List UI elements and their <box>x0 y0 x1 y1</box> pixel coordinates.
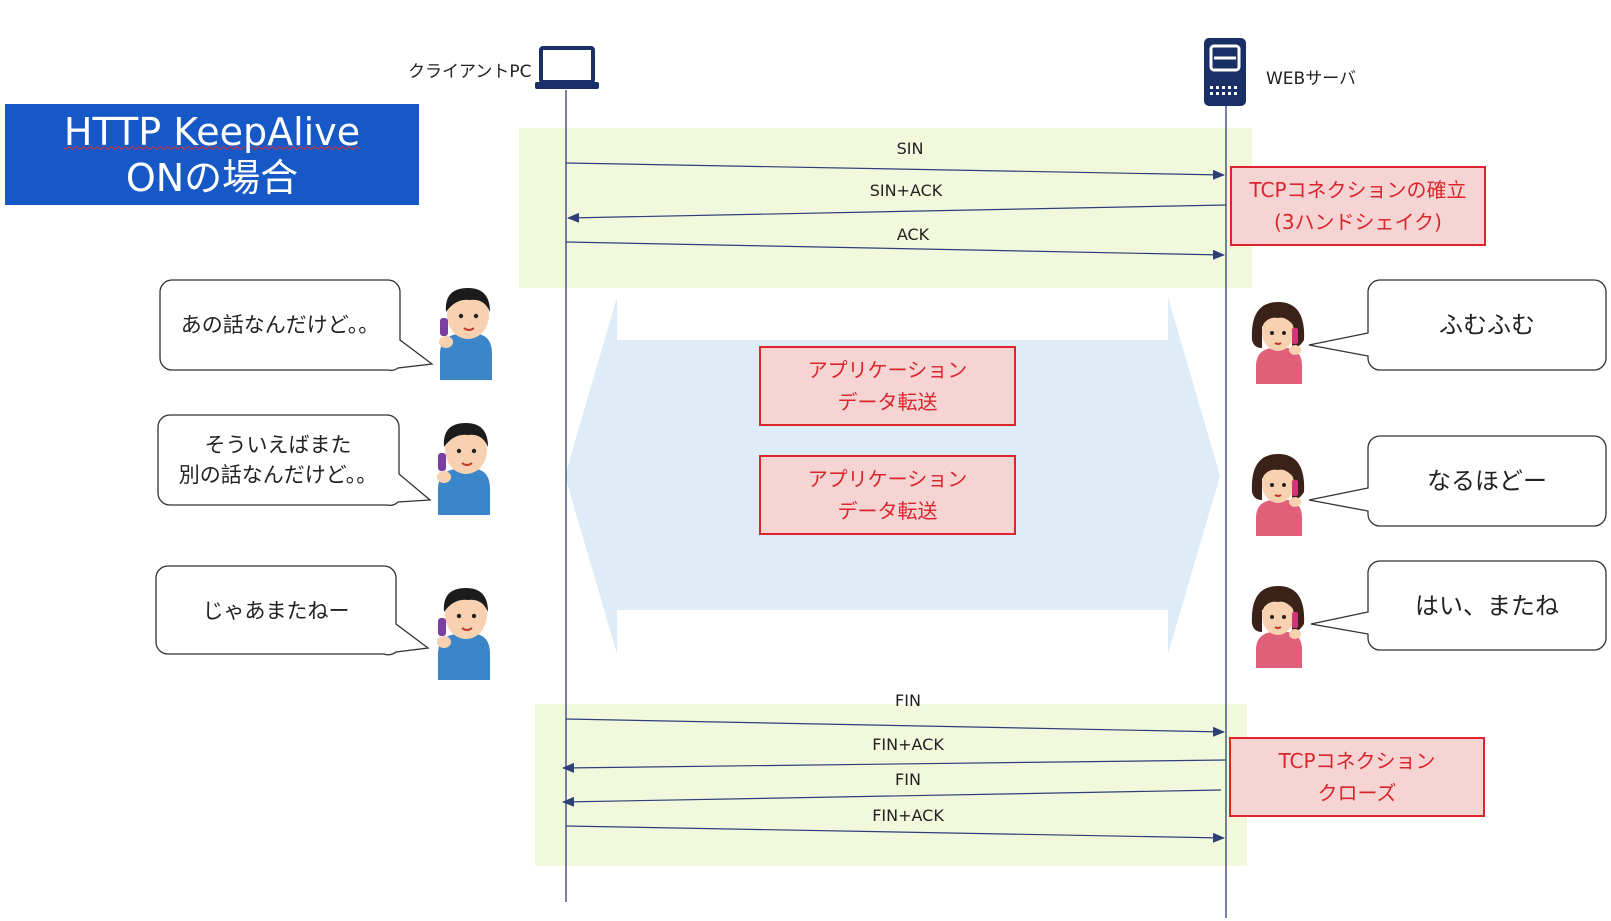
server-line-1: ふむふむ <box>1439 311 1535 339</box>
server-icon <box>1204 38 1246 106</box>
data-transfer-box-1: アプリケーション データ転送 <box>759 346 1016 426</box>
server-bubble-2 <box>1308 435 1607 527</box>
arrow-ack <box>565 241 1225 260</box>
woman-on-phone-icon <box>1251 454 1305 536</box>
msg-fin-1: FIN <box>895 691 921 710</box>
arrow-fin-ack-1 <box>562 759 1227 773</box>
data-transfer-box-2: アプリケーション データ転送 <box>759 455 1016 535</box>
msg-fin-ack-2: FIN+ACK <box>872 806 944 825</box>
data-transfer-box-2-line-1: アプリケーション <box>807 467 968 491</box>
msg-sin-ack: SIN+ACK <box>869 181 943 200</box>
data-transfer-box-1-line-2: データ転送 <box>837 390 938 414</box>
title-line-1: HTTP KeepAlive <box>63 109 361 154</box>
client-bubble-1 <box>159 279 434 371</box>
client-line-2b: 別の話なんだけど。。 <box>178 463 378 487</box>
server-label: WEBサーバ <box>1266 69 1357 89</box>
client-line-3: じゃあまたねー <box>202 599 350 623</box>
server-bubble-3-text: はい、またね <box>1370 563 1604 649</box>
msg-ack: ACK <box>896 225 930 244</box>
man-on-phone-icon <box>437 423 490 515</box>
arrow-fin-1 <box>565 718 1225 737</box>
server-bubble-1-text: ふむふむ <box>1370 282 1604 368</box>
man-on-phone-icon <box>437 588 490 680</box>
man-on-phone-icon <box>439 288 492 380</box>
msg-sin: SIN <box>896 139 924 158</box>
laptop-icon <box>535 46 599 89</box>
handshake-note-line-2: (3ハンドシェイク) <box>1274 210 1442 234</box>
data-transfer-box-1-line-1: アプリケーション <box>807 358 968 382</box>
arrow-fin-2 <box>562 789 1222 807</box>
server-bubble-2-text: なるほどー <box>1370 438 1604 524</box>
data-transfer-box-2-line-2: データ転送 <box>837 499 938 523</box>
client-bubble-2 <box>157 414 432 506</box>
client-label: クライアントPC <box>408 62 532 82</box>
handshake-note-line-1: TCPコネクションの確立 <box>1249 178 1467 202</box>
woman-on-phone-icon <box>1251 586 1305 668</box>
server-line-3: はい、またね <box>1415 592 1559 620</box>
client-bubble-3-text: じゃあまたねー <box>158 568 394 654</box>
client-bubble-1-text: あの話なんだけど。。 <box>162 282 398 368</box>
close-note: TCPコネクション クローズ <box>1229 737 1485 817</box>
client-line-1: あの話なんだけど。。 <box>180 313 380 337</box>
close-note-line-2: クローズ <box>1317 781 1397 805</box>
msg-fin-2: FIN <box>895 770 921 789</box>
title-line-2: ONの場合 <box>125 155 299 200</box>
arrow-sin-ack <box>567 204 1227 223</box>
arrow-sin <box>565 162 1225 180</box>
msg-fin-ack-1: FIN+ACK <box>872 735 944 754</box>
client-bubble-2-text: そういえばまた 別の話なんだけど。。 <box>160 417 396 503</box>
server-bubble-1 <box>1308 279 1607 371</box>
arrow-fin-ack-2 <box>565 825 1225 843</box>
handshake-note: TCPコネクションの確立 (3ハンドシェイク) <box>1230 166 1486 246</box>
diagram-title: HTTP KeepAlive ONの場合 <box>5 104 419 205</box>
handshake-band <box>519 128 1252 288</box>
server-line-2: なるほどー <box>1427 467 1547 495</box>
client-bubble-3 <box>155 565 430 656</box>
client-line-2a: そういえばまた <box>204 433 352 457</box>
close-band <box>535 704 1247 866</box>
server-bubble-3 <box>1310 560 1607 651</box>
close-note-line-1: TCPコネクション <box>1278 749 1436 773</box>
woman-on-phone-icon <box>1251 302 1305 384</box>
